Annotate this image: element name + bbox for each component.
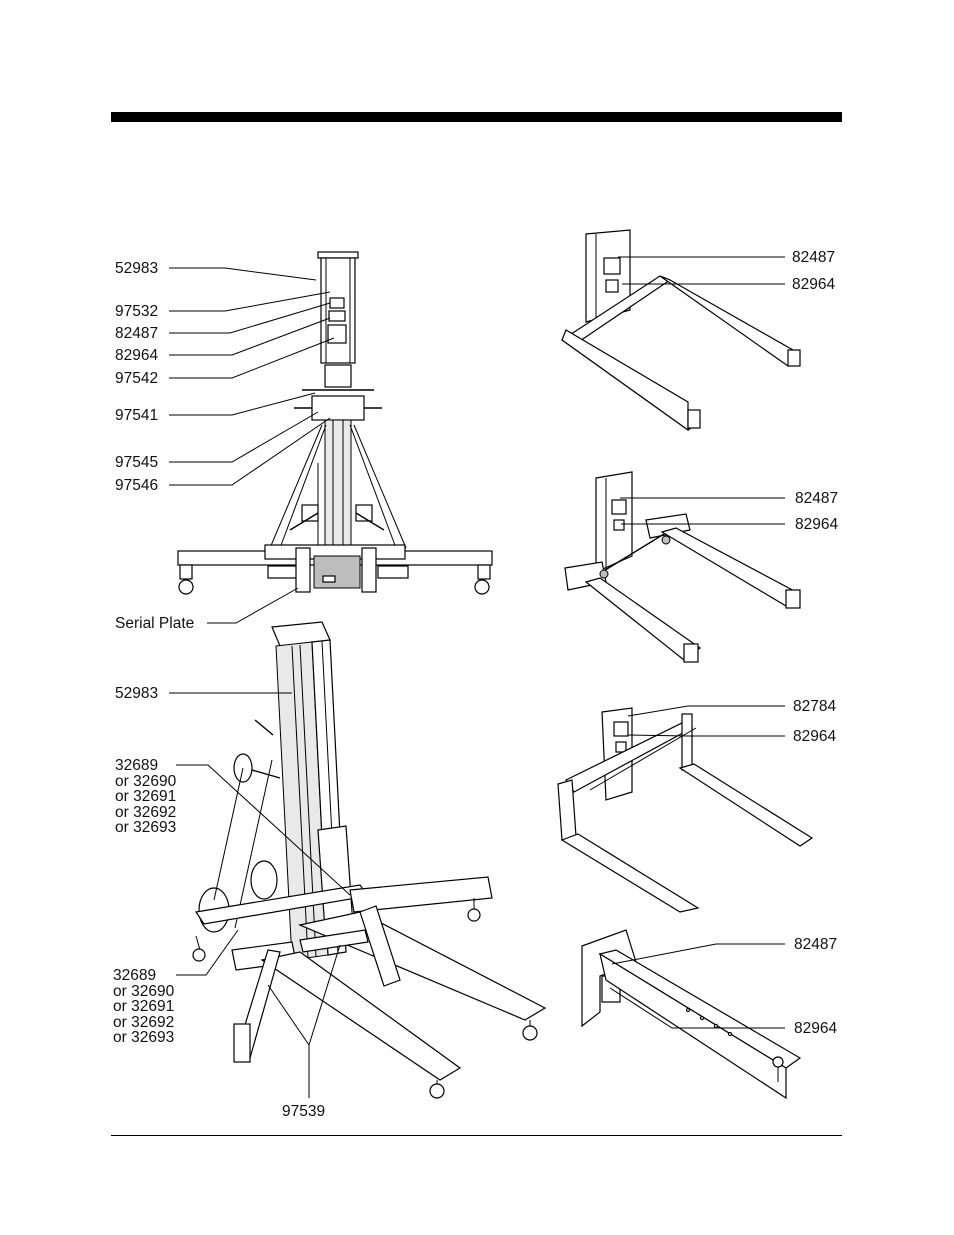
option-line: or 32691 [115,788,177,805]
label-82487-attachment-4: 82487 [794,936,838,953]
label-82964-attachment-1: 82964 [792,276,836,293]
footer-rule [111,1135,842,1136]
label-97545: 97545 [115,454,159,471]
option-line: or 32690 [115,772,177,790]
option-line: or 32690 [113,982,175,1000]
option-line: or 32692 [115,803,177,821]
label-group-lower-options: 32689 or 32690 or 32691 or 32692 or 3269… [113,968,174,1046]
label-82487-attachment-1: 82487 [792,249,836,266]
attachment-3-drawing [557,707,814,913]
label-97539: 97539 [282,1103,326,1120]
label-82784-attachment-3: 82784 [793,698,837,715]
label-82964-attachment-2: 82964 [795,516,839,533]
option-line: or 32693 [113,1029,175,1046]
label-52983-mast-top: 52983 [115,260,159,277]
label-82487-mast: 82487 [115,325,159,342]
label-97532: 97532 [115,303,159,320]
lift-front-view [177,251,493,595]
label-82487-attachment-2: 82487 [795,490,839,507]
option-line: or 32692 [113,1013,175,1031]
option-line: or 32693 [115,819,177,836]
attachment-1-drawing [560,229,801,432]
label-82964-mast: 82964 [115,347,159,364]
label-82964-attachment-3: 82964 [793,728,837,745]
option-line: 32689 [113,967,157,984]
label-group-upper-options: 32689 or 32690 or 32691 or 32692 or 3269… [115,758,176,836]
label-97541: 97541 [115,407,159,424]
option-line: or 32691 [113,998,175,1015]
label-97546: 97546 [115,477,159,494]
lift-perspective-view [192,621,547,1099]
attachment-2-drawing [564,471,802,663]
label-97542: 97542 [115,370,159,387]
leader-lines [169,256,785,1098]
attachment-4-drawing [581,929,802,1100]
label-52983-mast-lower: 52983 [115,685,159,702]
option-line: 32689 [115,757,159,774]
label-82964-attachment-4: 82964 [794,1020,838,1037]
label-serial-plate: Serial Plate [115,615,195,632]
header-rule [111,112,842,122]
